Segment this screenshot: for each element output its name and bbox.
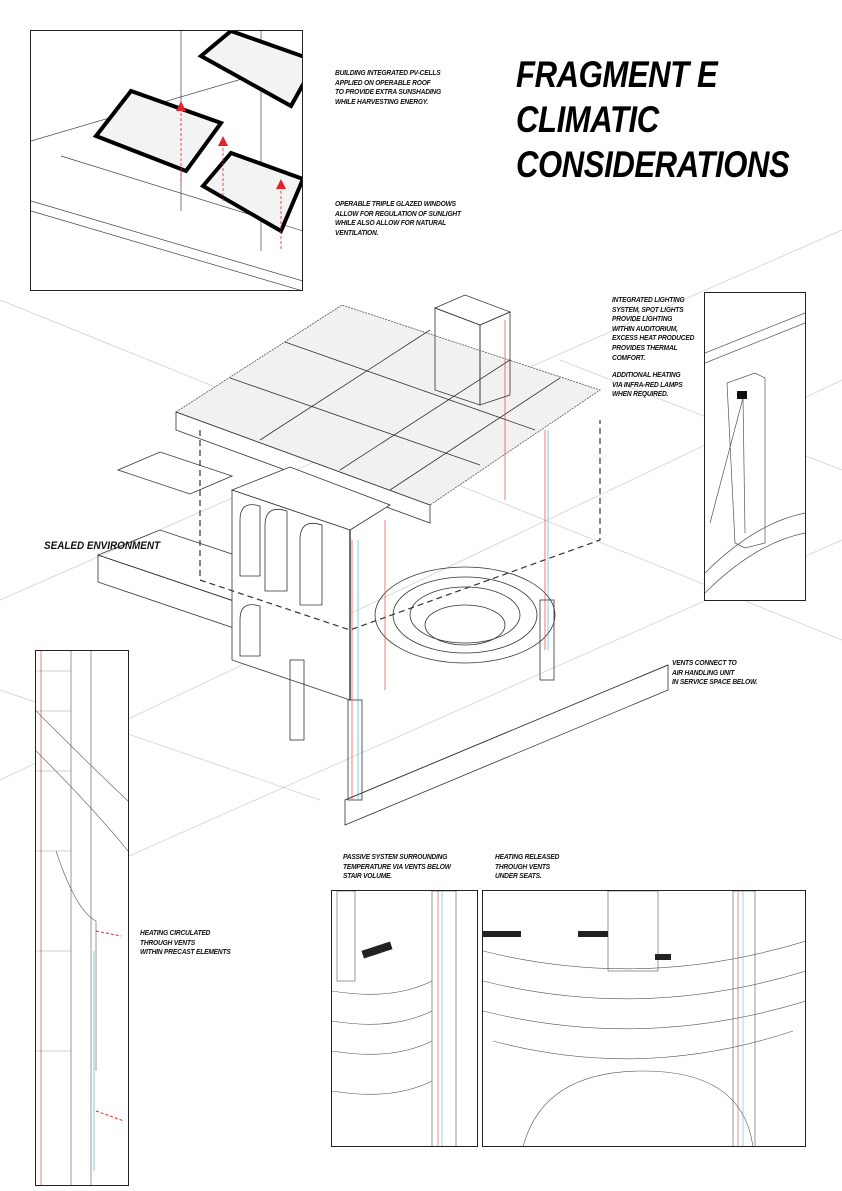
vents-connect-annotation: VENTS CONNECT TO AIR HANDLING UNIT IN SE…	[672, 658, 758, 687]
page-title: FRAGMENT E CLIMATIC CONSIDERATIONS	[516, 52, 790, 187]
lighting-detail-panel	[704, 292, 806, 601]
title-line-2: CLIMATIC	[516, 99, 659, 140]
roof-detail-panel	[30, 30, 303, 291]
sealed-environment-label: SEALED ENVIRONMENT	[44, 540, 161, 552]
windows-annotation: OPERABLE TRIPLE GLAZED WINDOWS ALLOW FOR…	[335, 199, 461, 237]
heating-circulated-annotation: HEATING CIRCULATED THROUGH VENTS WITHIN …	[140, 928, 231, 957]
pv-cells-annotation: BUILDING INTEGRATED PV-CELLS APPLIED ON …	[335, 68, 442, 106]
passive-system-annotation: PASSIVE SYSTEM SURROUNDING TEMPERATURE V…	[343, 852, 451, 881]
lighting-annotation: INTEGRATED LIGHTING SYSTEM, SPOT LIGHTS …	[612, 295, 695, 362]
stair-vents-panel	[331, 890, 478, 1147]
heating-released-annotation: HEATING RELEASED THROUGH VENTS UNDER SEA…	[495, 852, 560, 881]
precast-detail-panel	[35, 650, 129, 1186]
title-line-3: CONSIDERATIONS	[516, 144, 790, 185]
seat-vents-panel	[482, 890, 806, 1147]
title-line-1: FRAGMENT E	[516, 54, 718, 95]
infrared-annotation: ADDITIONAL HEATING VIA INFRA-RED LAMPS W…	[612, 370, 683, 399]
